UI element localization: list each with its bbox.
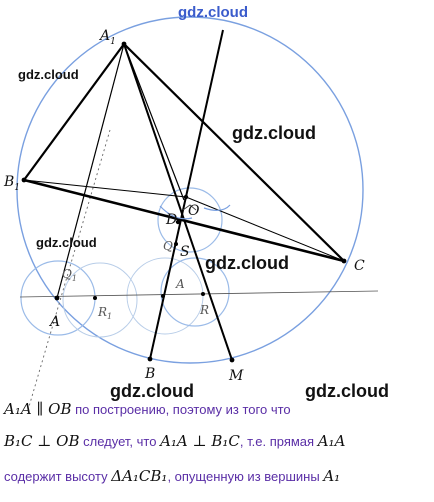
angle-arc-2 — [203, 204, 231, 211]
line-a1-o — [123, 43, 185, 201]
point-a — [54, 295, 60, 301]
point-b1 — [21, 177, 27, 183]
right-angle-mark — [182, 204, 197, 211]
label-a1: A1 — [98, 28, 116, 47]
math-triangle-a1cb1: ΔA₁CB₁ — [111, 467, 168, 485]
label-b1: B1 — [3, 174, 20, 193]
text-line-2-a: следует, что — [83, 434, 157, 449]
point-m — [229, 357, 235, 363]
label-s: S — [180, 244, 190, 260]
math-a1a-perp-b1c: A₁A ⊥ B₁C — [160, 432, 240, 450]
horizontal-line — [19, 290, 379, 298]
watermark-bottom-right: gdz.cloud — [305, 381, 389, 401]
point-b — [147, 356, 153, 362]
point-mid — [161, 294, 165, 298]
text-line-1-body: по построению, поэтому из того что — [75, 402, 291, 417]
point-r1 — [93, 296, 97, 300]
point-d — [175, 219, 181, 225]
label-d: D — [165, 212, 177, 228]
text-line-2-b: , т.е. прямая — [239, 434, 315, 449]
text-line-3-a: содержит высоту — [4, 469, 108, 484]
label-r: R — [199, 303, 209, 317]
label-o: O — [188, 203, 200, 219]
point-a1 — [121, 41, 127, 47]
label-c: C — [354, 258, 365, 274]
label-q: Q — [163, 239, 173, 253]
text-line-1: A₁A ∥ OB по построению, поэтому из того … — [4, 400, 291, 418]
line-a1-m — [123, 43, 233, 361]
line-o-b — [149, 196, 187, 360]
circle-r1 — [62, 262, 138, 338]
dotted-line — [27, 129, 111, 411]
circumcircle — [16, 16, 364, 364]
text-line-2: B₁C ⊥ OB следует, что A₁A ⊥ B₁C, т.е. пр… — [4, 432, 345, 450]
line-b1-o — [23, 179, 187, 198]
watermark-left-top: gdz.cloud — [18, 67, 79, 82]
watermark-top: gdz.cloud — [178, 4, 248, 21]
watermark-left-mid: gdz.cloud — [36, 235, 97, 250]
line-o-c — [185, 196, 345, 262]
text-line-3: содержит высоту ΔA₁CB₁, опущенную из вер… — [4, 467, 340, 485]
math-a1a-parallel-ob: A₁A ∥ OB — [4, 400, 72, 418]
circle-r — [160, 257, 230, 327]
label-a-small: A — [175, 277, 185, 291]
point-s — [174, 242, 178, 246]
point-c — [341, 258, 347, 264]
label-m: M — [228, 368, 244, 384]
math-a1a: A₁A — [317, 432, 346, 450]
geometry-figure: A1 B1 C O D Q S Q1 A R1 A R B M gdz.clou… — [3, 4, 389, 411]
math-b1c-perp-ob: B₁C ⊥ OB — [4, 432, 80, 450]
text-line-3-b: , опущенную из вершины — [167, 469, 320, 484]
watermark-center-top: gdz.cloud — [232, 123, 316, 143]
point-o — [183, 194, 189, 200]
watermark-bottom-left: gdz.cloud — [110, 381, 194, 401]
side-a1-b1 — [23, 43, 125, 181]
math-a1: A₁ — [323, 467, 341, 485]
label-a: A — [48, 314, 60, 330]
label-b: B — [144, 366, 155, 382]
point-r — [201, 292, 205, 296]
line-a1-a — [56, 43, 125, 299]
label-r1: R1 — [97, 305, 112, 321]
side-a1-c — [123, 43, 345, 262]
angle-arc-1 — [159, 205, 193, 220]
circle-o — [157, 187, 223, 253]
label-q1: Q1 — [62, 267, 77, 283]
watermark-center-mid: gdz.cloud — [205, 253, 289, 273]
